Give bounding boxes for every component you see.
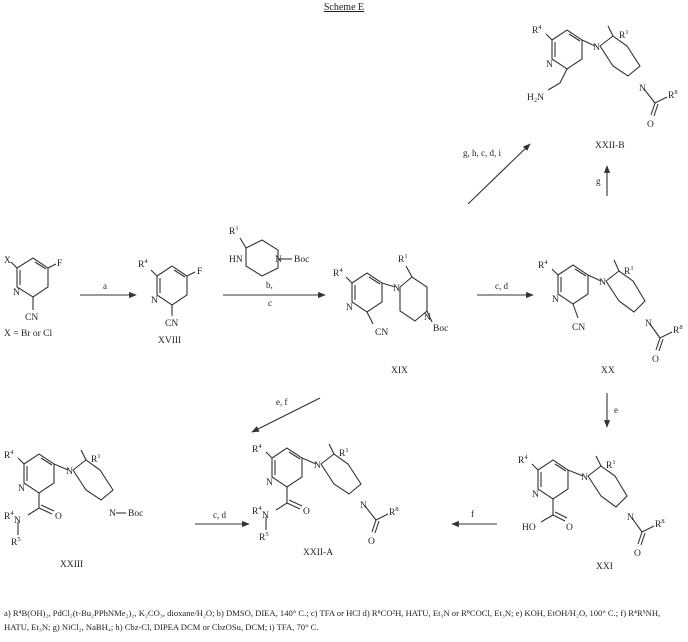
reagent-c: c: [268, 298, 272, 308]
reagent-c-d-upper: c, d: [495, 281, 508, 291]
x-label: X: [4, 256, 11, 266]
fluoro-label: F: [197, 267, 202, 277]
piperazine-n1-label: N: [581, 473, 588, 483]
cyano-label: CN: [165, 319, 178, 329]
r4-label: R4: [333, 267, 343, 279]
piperazine-n1-label: N: [393, 284, 400, 294]
amide-o-label: O: [303, 507, 310, 517]
carbonyl-o-label: O: [652, 355, 659, 365]
compound-XXII-A: R4 N R4 N R5 O N R1 N R8 O XXII-A: [252, 443, 399, 558]
reagent-f: f: [471, 509, 474, 519]
reagent-g: g: [596, 176, 601, 186]
compound-XXI: R4 N HO O N R1 N R8 O XXI: [518, 454, 665, 572]
carbonyl-o-label: O: [647, 120, 654, 130]
r1-label: R1: [624, 265, 634, 277]
reagent-a: a: [103, 281, 107, 291]
r8-label: R8: [389, 506, 399, 518]
reagent-e-f: e, f: [276, 397, 288, 407]
cyano-label: CN: [375, 328, 388, 338]
amide-r4-label: R4: [252, 505, 262, 517]
piperazine-n4-label: N: [360, 501, 367, 511]
reagent-e: e: [614, 405, 618, 415]
compound-label-XXII-B: XXII-B: [595, 141, 625, 151]
compound-XXII-B: R4 N H₂N N R1 N R8 O XXII-B: [527, 24, 678, 151]
compound-label-XXII-A: XXII-A: [303, 548, 333, 558]
pyridine-n-label: N: [266, 478, 273, 488]
pyridine-n-label: N: [13, 288, 20, 298]
aminomethyl-label: H₂N: [527, 93, 544, 103]
piperazine-n1-label: N: [599, 278, 606, 288]
pyridine-n-label: N: [346, 303, 353, 313]
compound-XIX: R4 N CN N R1 N Boc XIX: [333, 253, 448, 376]
piperazine-n4-label: N: [424, 313, 431, 323]
fluoro-label: F: [57, 259, 62, 269]
r1-label: R1: [91, 453, 101, 465]
pyridine-n-label: N: [546, 60, 553, 70]
compound-start: X N F CN X = Br or Cl: [4, 256, 62, 339]
r1-label: R1: [339, 447, 349, 459]
r4-label: R4: [532, 24, 542, 36]
r1-label: R1: [398, 253, 408, 265]
r8-label: R8: [668, 89, 678, 101]
r8-label: R8: [673, 324, 683, 336]
reagent-g-h-c-d-i: g, h, c, d, i: [463, 148, 501, 158]
boc-label: Boc: [128, 509, 143, 519]
compound-XX: R4 N CN N R1 N R8 O XX: [538, 259, 683, 376]
reagent-c-d-lower: c, d: [213, 510, 226, 520]
piperazine-n4-label: N: [109, 509, 116, 519]
r4-label: R4: [138, 258, 148, 270]
r4-label: R4: [252, 443, 262, 455]
r4-label: R4: [518, 454, 528, 466]
boc-label: Boc: [433, 324, 448, 334]
arrow-g-h-c-d-i: [467, 143, 531, 205]
compound-XVIII: R4 N F CN XVIII: [138, 258, 202, 346]
r1-label: R1: [606, 459, 616, 471]
compound-label-XXI: XXI: [596, 562, 613, 572]
x-definition: X = Br or Cl: [4, 329, 52, 339]
pyridine-n-label: N: [552, 295, 559, 305]
piperazine-n4-label: N: [627, 513, 634, 523]
r1-label: R1: [619, 29, 629, 41]
boc-label: Boc: [294, 255, 309, 265]
pyridine-n-label: N: [532, 490, 539, 500]
boc-piperazine-reagent: R1 HN N Boc: [229, 225, 309, 277]
cyano-label: CN: [25, 313, 38, 323]
compound-label-XVIII: XVIII: [158, 336, 181, 346]
amide-r4-label: R4: [4, 510, 14, 522]
amide-r5-label: R5: [11, 536, 21, 548]
cyano-label: CN: [572, 323, 585, 333]
amide-r5-label: R5: [259, 531, 269, 543]
arrow-e-f: [251, 397, 321, 433]
piperazine-n4-label: N: [645, 319, 652, 329]
reagent-b: b,: [266, 280, 273, 290]
scheme-title: Scheme E: [323, 2, 365, 13]
compound-label-XX: XX: [601, 366, 615, 376]
amide-n-label: N: [14, 516, 21, 526]
acid-o-label: O: [566, 523, 573, 533]
carbonyl-o-label: O: [368, 537, 375, 547]
piperazine-n1-label: N: [314, 461, 321, 471]
piperazine-n-label: N: [275, 255, 282, 265]
piperazine-n1-label: N: [593, 43, 600, 53]
carbonyl-o-label: O: [634, 549, 641, 559]
pyridine-n-label: N: [151, 296, 158, 306]
piperazine-n1-label: N: [66, 467, 73, 477]
compound-label-XIX: XIX: [391, 366, 408, 376]
compound-label-XXIII: XXIII: [60, 560, 83, 570]
amide-n-label: N: [262, 511, 269, 521]
reagent-footnote: a) R⁴B(OH)₂, PdCl₂(t-Bu₂PPhNMe₂)₂, K₂CO₃…: [4, 608, 661, 632]
r1-label: R1: [229, 225, 239, 237]
compound-XXIII: R4 N R4 N R5 O N R1 N Boc XXIII: [4, 449, 143, 570]
r4-label: R4: [4, 449, 14, 461]
nh-label: HN: [229, 255, 243, 265]
pyridine-n-label: N: [18, 484, 25, 494]
amide-o-label: O: [55, 512, 62, 522]
r8-label: R8: [655, 518, 665, 530]
piperazine-n4-label: N: [639, 84, 646, 94]
r4-label: R4: [538, 259, 548, 271]
hydroxyl-label: HO: [522, 523, 536, 533]
